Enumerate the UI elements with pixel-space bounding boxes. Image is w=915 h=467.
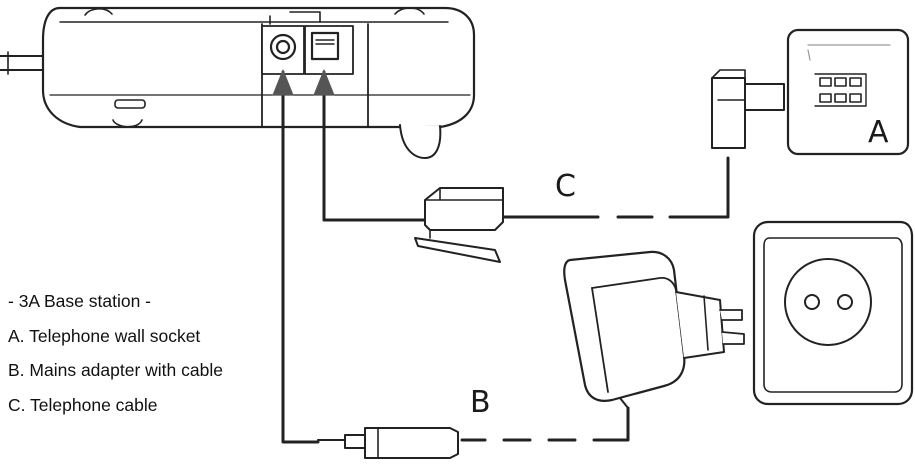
mains-wall-socket — [752, 220, 914, 406]
arrow-up-phone — [313, 69, 335, 96]
power-socket — [261, 25, 305, 75]
arrow-up-power — [272, 69, 294, 96]
legend-item-b: B. Mains adapter with cable — [8, 360, 223, 380]
legend-item-a: A. Telephone wall socket — [8, 325, 201, 346]
telephone-socket-slots — [814, 73, 867, 107]
base-station — [0, 6, 476, 159]
power-cable-line — [281, 70, 320, 444]
barrel-plug — [317, 427, 459, 459]
legend-item-c: C. Telephone cable — [8, 394, 158, 415]
label-b: B — [470, 385, 491, 420]
telephone-wall-socket — [711, 28, 910, 156]
legend: - 3A Base station - A. Telephone wall so… — [8, 290, 223, 428]
legend-title: - 3A Base station - — [8, 291, 151, 311]
power-cable-dashes — [460, 406, 630, 442]
rj11-plug — [414, 187, 504, 263]
phone-jack — [304, 25, 354, 75]
phone-cable-dashes — [501, 156, 730, 219]
mains-adapter — [563, 250, 745, 409]
label-c: C — [555, 169, 576, 204]
phone-cable-line — [322, 70, 427, 222]
label-a: A — [868, 115, 889, 150]
